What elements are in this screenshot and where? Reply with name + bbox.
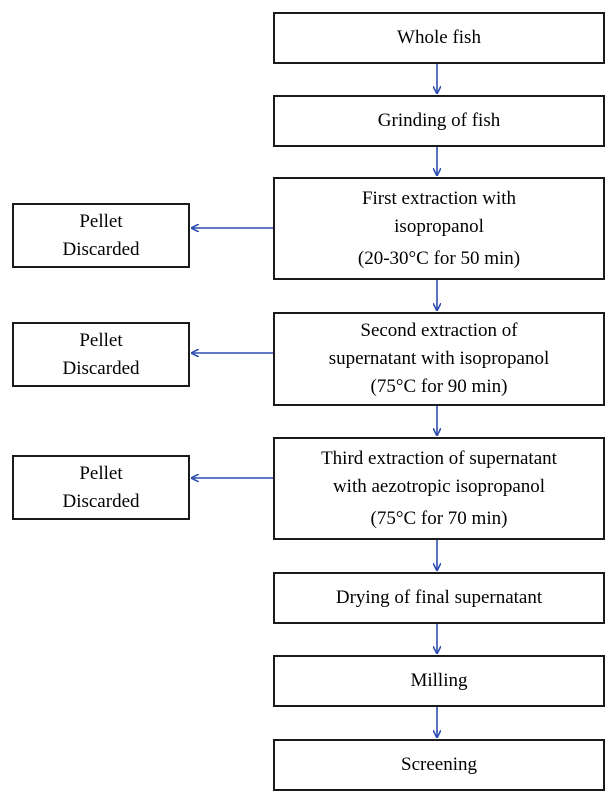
pellet-2-line1: Pellet <box>79 329 123 351</box>
third-extraction-line2: with aezotropic isopropanol <box>332 475 546 497</box>
first-extraction-line2: isopropanol <box>394 215 484 237</box>
step-grinding: Grinding of fish <box>273 95 605 147</box>
step-milling-label: Milling <box>410 670 468 691</box>
second-extraction-line1: Second extraction of <box>360 320 518 341</box>
step-grinding-label: Grinding of fish <box>377 110 501 131</box>
pellet-1-line1: Pellet <box>79 210 123 232</box>
step-third-extraction: Third extraction of supernatant with aez… <box>273 437 605 540</box>
step-milling: Milling <box>273 655 605 707</box>
pellet-discarded-3: Pellet Discarded <box>12 455 190 520</box>
step-drying: Drying of final supernatant <box>273 572 605 624</box>
pellet-discarded-2: Pellet Discarded <box>12 322 190 387</box>
pellet-3-line2: Discarded <box>62 490 140 512</box>
step-second-extraction: Second extraction of supernatant with is… <box>273 312 605 406</box>
step-first-extraction: First extraction with isopropanol (20-30… <box>273 177 605 280</box>
step-drying-label: Drying of final supernatant <box>335 587 543 608</box>
pellet-discarded-1: Pellet Discarded <box>12 203 190 268</box>
second-extraction-line2: supernatant with isopropanol <box>328 348 550 369</box>
pellet-1-line2: Discarded <box>62 238 140 260</box>
step-whole-fish: Whole fish <box>273 12 605 64</box>
step-whole-fish-label: Whole fish <box>397 27 481 48</box>
second-extraction-line3: (75°C for 90 min) <box>370 376 508 397</box>
third-extraction-line1: Third extraction of supernatant <box>321 447 557 469</box>
step-screening: Screening <box>273 739 605 791</box>
first-extraction-line3: (20-30°C for 50 min) <box>357 247 521 269</box>
step-screening-label: Screening <box>401 754 477 775</box>
pellet-3-line1: Pellet <box>79 462 123 484</box>
first-extraction-line1: First extraction with <box>361 187 517 209</box>
third-extraction-line3: (75°C for 70 min) <box>370 507 508 529</box>
pellet-2-line2: Discarded <box>62 357 140 379</box>
